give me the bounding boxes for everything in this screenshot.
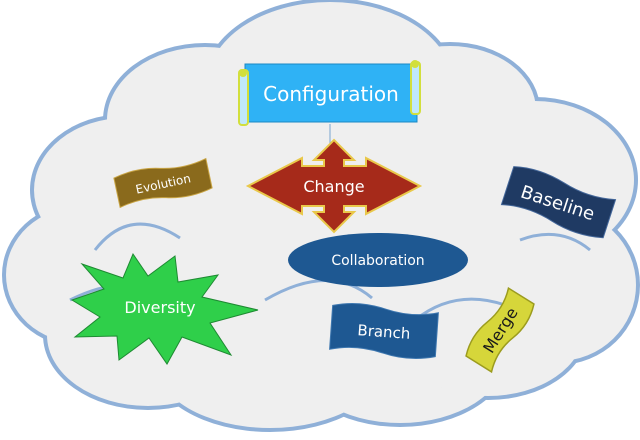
- evolution-flag: Evolution: [113, 157, 213, 209]
- change-label: Change: [303, 177, 364, 196]
- diversity-label: Diversity: [124, 298, 195, 317]
- change-arrow: Change: [245, 138, 423, 234]
- collaboration-label: Collaboration: [331, 253, 424, 269]
- configuration-label: Configuration: [263, 82, 399, 106]
- configuration-banner: Configuration: [238, 60, 421, 126]
- branch-flag: Branch: [329, 302, 439, 360]
- branch-label: Branch: [357, 321, 411, 343]
- collaboration-oval: Collaboration: [288, 233, 468, 287]
- diversity-starburst: Diversity: [70, 252, 259, 365]
